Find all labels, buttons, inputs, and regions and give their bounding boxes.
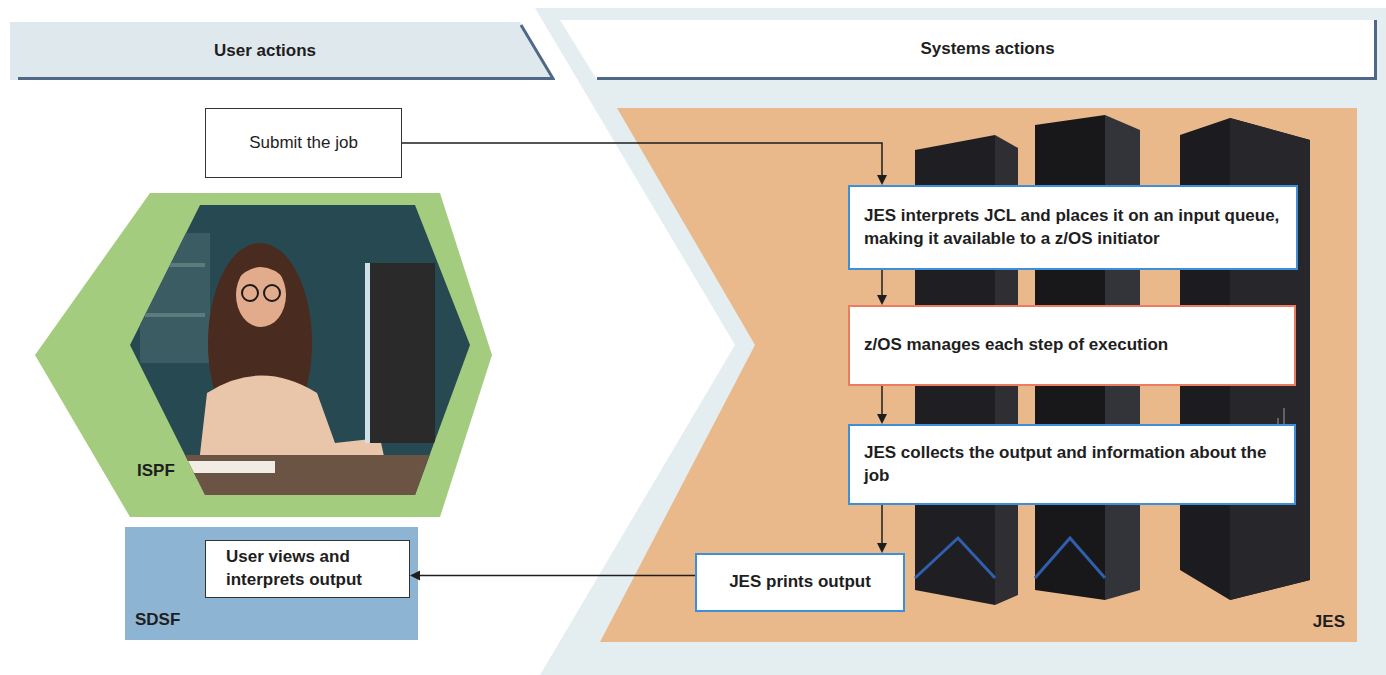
- process-box: z/OS manages each step of execution: [848, 305, 1296, 386]
- photo-shelf: [145, 313, 205, 317]
- jes-ground: [600, 108, 1357, 642]
- region-label: SDSF: [135, 609, 180, 632]
- process-box: Submit the job: [205, 108, 402, 178]
- connector-line: [420, 575, 695, 577]
- photo-wall: [125, 203, 475, 498]
- box-text: z/OS manages each step of execution: [864, 334, 1168, 357]
- region-label: User actions: [214, 40, 316, 63]
- process-box: User views and interprets output: [205, 540, 410, 598]
- photo-screen-edge: [365, 263, 370, 443]
- hexagon-frame: [35, 193, 492, 517]
- photo-hair: [235, 252, 287, 282]
- connector-line: [402, 143, 882, 175]
- box-text: JES prints output: [729, 571, 871, 594]
- process-box: JES prints output: [695, 553, 905, 612]
- jes-region: JES JES interprets JCL and places it on a…: [578, 108, 1357, 642]
- column-header: User actions: [10, 22, 555, 80]
- connector-line: [881, 386, 883, 414]
- photo-desk: [125, 455, 475, 500]
- ispf-hexagon: [35, 193, 492, 517]
- region-label: JES: [1313, 611, 1345, 634]
- connector-line: [881, 505, 883, 543]
- region-label: ISPF: [137, 460, 175, 483]
- box-text: Submit the job: [249, 132, 358, 155]
- rack-accent: [1035, 538, 1105, 578]
- header-fill: [560, 20, 1375, 80]
- photo-glasses: [264, 285, 280, 301]
- connector-line: [881, 270, 883, 295]
- column-header: Systems actions: [560, 18, 1378, 80]
- box-text: User views and interprets output: [226, 546, 399, 592]
- photo-glasses: [242, 285, 258, 301]
- photo-shelf: [140, 233, 210, 363]
- region-label: Systems actions: [920, 38, 1054, 61]
- flow-arrow: [402, 143, 887, 185]
- arrowhead: [410, 571, 420, 581]
- flow-arrow: [877, 505, 887, 553]
- photo-shelf: [145, 263, 205, 267]
- systems-ground: [535, 8, 1386, 675]
- arrowhead: [877, 175, 887, 185]
- header-rule: [18, 25, 553, 79]
- header-rule: [597, 20, 1376, 79]
- flow-arrow: [877, 386, 887, 424]
- box-text: JES interprets JCL and places it on an i…: [864, 205, 1282, 251]
- flow-arrow: [410, 571, 695, 581]
- user-photo: [125, 203, 475, 500]
- sdsf-panel: SDSF User views and interprets output: [125, 527, 418, 640]
- photo-papers: [185, 461, 275, 473]
- process-box: JES interprets JCL and places it on an i…: [848, 185, 1298, 270]
- header-fill: [10, 22, 555, 80]
- box-text: JES collects the output and information …: [864, 442, 1280, 488]
- rack-accent: [915, 538, 995, 578]
- flow-arrow: [877, 270, 887, 305]
- arrowhead: [877, 414, 887, 424]
- process-box: JES collects the output and information …: [848, 424, 1296, 505]
- ispf-panel: ISPF: [35, 193, 492, 517]
- arrowhead: [877, 295, 887, 305]
- photo-monitor: [365, 263, 435, 443]
- arrowhead: [877, 543, 887, 553]
